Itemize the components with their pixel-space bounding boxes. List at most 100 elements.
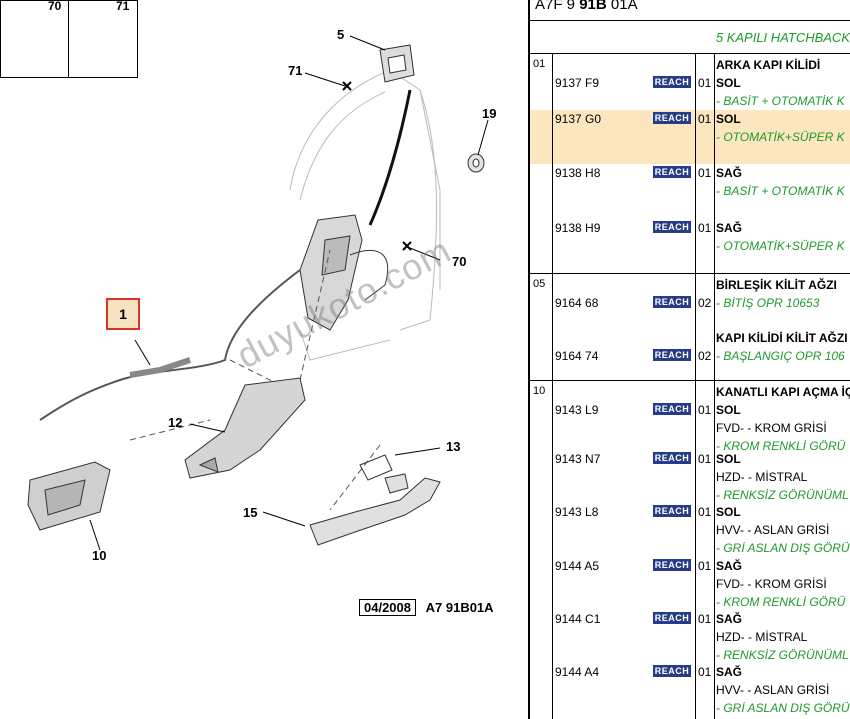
part-side: SAĞ [716, 221, 743, 235]
callout-71: 71 [288, 63, 303, 78]
inside-handle-illustration [27, 461, 111, 531]
part-description: BİRLEŞİK KİLİT AĞZI - BİTİŞ OPR 10653 [716, 276, 850, 312]
reach-badge: REACH [653, 349, 691, 361]
group-separator [530, 380, 850, 381]
part-number[interactable]: 9138 H8 [555, 166, 601, 180]
part-description: SOL HVV- - ASLAN GRİSİ - GRİ ASLAN DIŞ GÖR… [716, 503, 850, 557]
reach-badge: REACH [653, 296, 691, 308]
quantity: 01 [698, 221, 712, 235]
screw-71-thumbnail [68, 0, 138, 78]
part-number[interactable]: 9164 68 [555, 296, 599, 310]
callout-10: 10 [92, 548, 107, 563]
grommet-illustration [467, 153, 485, 173]
reach-badge: REACH [653, 76, 691, 88]
reach-badge: REACH [653, 452, 691, 464]
part-title: KAPI KİLİDİ KİLİT AĞZI [716, 331, 848, 345]
part-number[interactable]: 9144 C1 [555, 612, 601, 626]
quantity: 01 [698, 559, 712, 573]
quantity: 02 [698, 296, 712, 310]
part-note: - BAŞLANGIÇ OPR 106 [716, 349, 845, 363]
parts-row[interactable]: 05 9164 68 REACH 02 BİRLEŞİK KİLİT AĞZI - BİT… [530, 276, 850, 329]
part-number[interactable]: 9143 L8 [555, 505, 599, 519]
stamp-date: 04/2008 [359, 599, 416, 616]
part-description: SOL HZD- - MİSTRAL - RENKSİZ GÖRÜNÜML [716, 450, 850, 504]
part-color-code: HVV- - ASLAN GRİSİ [716, 523, 830, 537]
callout-1-highlighted[interactable]: 1 [106, 298, 140, 330]
screw-70-marker [402, 241, 412, 251]
stamp-ref: A7 91B01A [425, 600, 494, 615]
parts-row[interactable]: 9144 A5 REACH 01 SAĞ FVD- - KROM GRİSİ - KROM… [530, 557, 850, 610]
part-description: SAĞ FVD- - KROM GRİSİ - KROM RENKLİ GÖRÜ [716, 557, 850, 611]
group-number: 01 [533, 58, 546, 70]
thumbnail-label-70: 70 [48, 0, 62, 13]
parts-row[interactable]: 9138 H9 REACH 01 SAĞ - OTOMATİK+SÜPER K [530, 219, 850, 276]
part-side: SOL [716, 403, 741, 417]
reach-badge: REACH [653, 505, 691, 517]
part-number[interactable]: 9164 74 [555, 349, 599, 363]
part-side: SAĞ [716, 612, 743, 626]
part-side: SOL [716, 452, 741, 466]
part-note: - OTOMATİK+SÜPER K [716, 239, 845, 253]
group-separator [530, 273, 850, 274]
part-color-code: FVD- - KROM GRİSİ [716, 577, 827, 591]
parts-row[interactable]: 9143 N7 REACH 01 SOL HZD- - MİSTRAL - RENKSİZ… [530, 450, 850, 503]
release-cable [39, 269, 301, 421]
part-note: - BASİT + OTOMATİK K [716, 184, 845, 198]
parts-row[interactable]: 9138 H8 REACH 01 SAĞ - BASİT + OTOMATİK K [530, 164, 850, 219]
part-description: SAĞ - BASİT + OTOMATİK K [716, 164, 850, 200]
part-note: - RENKSİZ GÖRÜNÜML [716, 648, 849, 662]
reach-badge: REACH [653, 166, 691, 178]
quantity: 01 [698, 665, 712, 679]
striker-illustration [379, 44, 415, 83]
diagram-code-header: A7F 9 91B 01A [535, 0, 638, 13]
quantity: 01 [698, 505, 712, 519]
gasket-illustration [359, 454, 393, 481]
group-number: 05 [533, 278, 546, 290]
door-frame-outline [289, 69, 441, 361]
handle-bracket-illustration [184, 377, 306, 479]
reach-badge: REACH [653, 112, 691, 124]
part-number[interactable]: 9137 G0 [555, 112, 602, 126]
quantity: 01 [698, 112, 712, 126]
part-number[interactable]: 9137 F9 [555, 76, 600, 90]
outer-handle-illustration [309, 473, 441, 546]
part-number[interactable]: 9143 L9 [555, 403, 599, 417]
part-number[interactable]: 9138 H9 [555, 221, 601, 235]
quantity: 01 [698, 403, 712, 417]
part-description: SOL- OTOMATİK+SÜPER K [716, 110, 850, 146]
part-side: SAĞ [716, 665, 743, 679]
part-color-code: HZD- - MİSTRAL [716, 470, 808, 484]
reach-badge: REACH [653, 403, 691, 415]
screw-71-marker [342, 81, 352, 91]
part-number[interactable]: 9144 A5 [555, 559, 600, 573]
part-number[interactable]: 9143 N7 [555, 452, 601, 466]
reach-badge: REACH [653, 559, 691, 571]
part-number[interactable]: 9144 A4 [555, 665, 600, 679]
screw-70-thumbnail [0, 0, 70, 78]
part-note: - BİTİŞ OPR 10653 [716, 296, 820, 310]
callout-13: 13 [446, 439, 461, 454]
part-side: SOL [716, 505, 741, 519]
thumbnail-label-71: 71 [116, 0, 130, 13]
reach-badge: REACH [653, 221, 691, 233]
part-note: - GRİ ASLAN DIŞ GÖRÜ [716, 541, 850, 555]
parts-row[interactable]: 9143 L8 REACH 01 SOL HVV- - ASLAN GRİSİ - GRİ… [530, 503, 850, 557]
part-title: ARKA KAPI KİLİDİ [716, 58, 821, 72]
diagram-reference-stamp: 04/2008 A7 91B01A [359, 599, 494, 616]
part-side: SAĞ [716, 166, 743, 180]
quantity: 01 [698, 166, 712, 180]
callout-5: 5 [337, 27, 345, 42]
part-note: - KROM RENKLİ GÖRÜ [716, 595, 846, 609]
part-title: BİRLEŞİK KİLİT AĞZI [716, 278, 837, 292]
parts-row[interactable]: 9137 G0 REACH 01 SOL- OTOMATİK+SÜPER K [530, 110, 850, 164]
quantity: 01 [698, 452, 712, 466]
part-note: - RENKSİZ GÖRÜNÜML [716, 488, 849, 502]
part-side: SAĞ [716, 559, 743, 573]
